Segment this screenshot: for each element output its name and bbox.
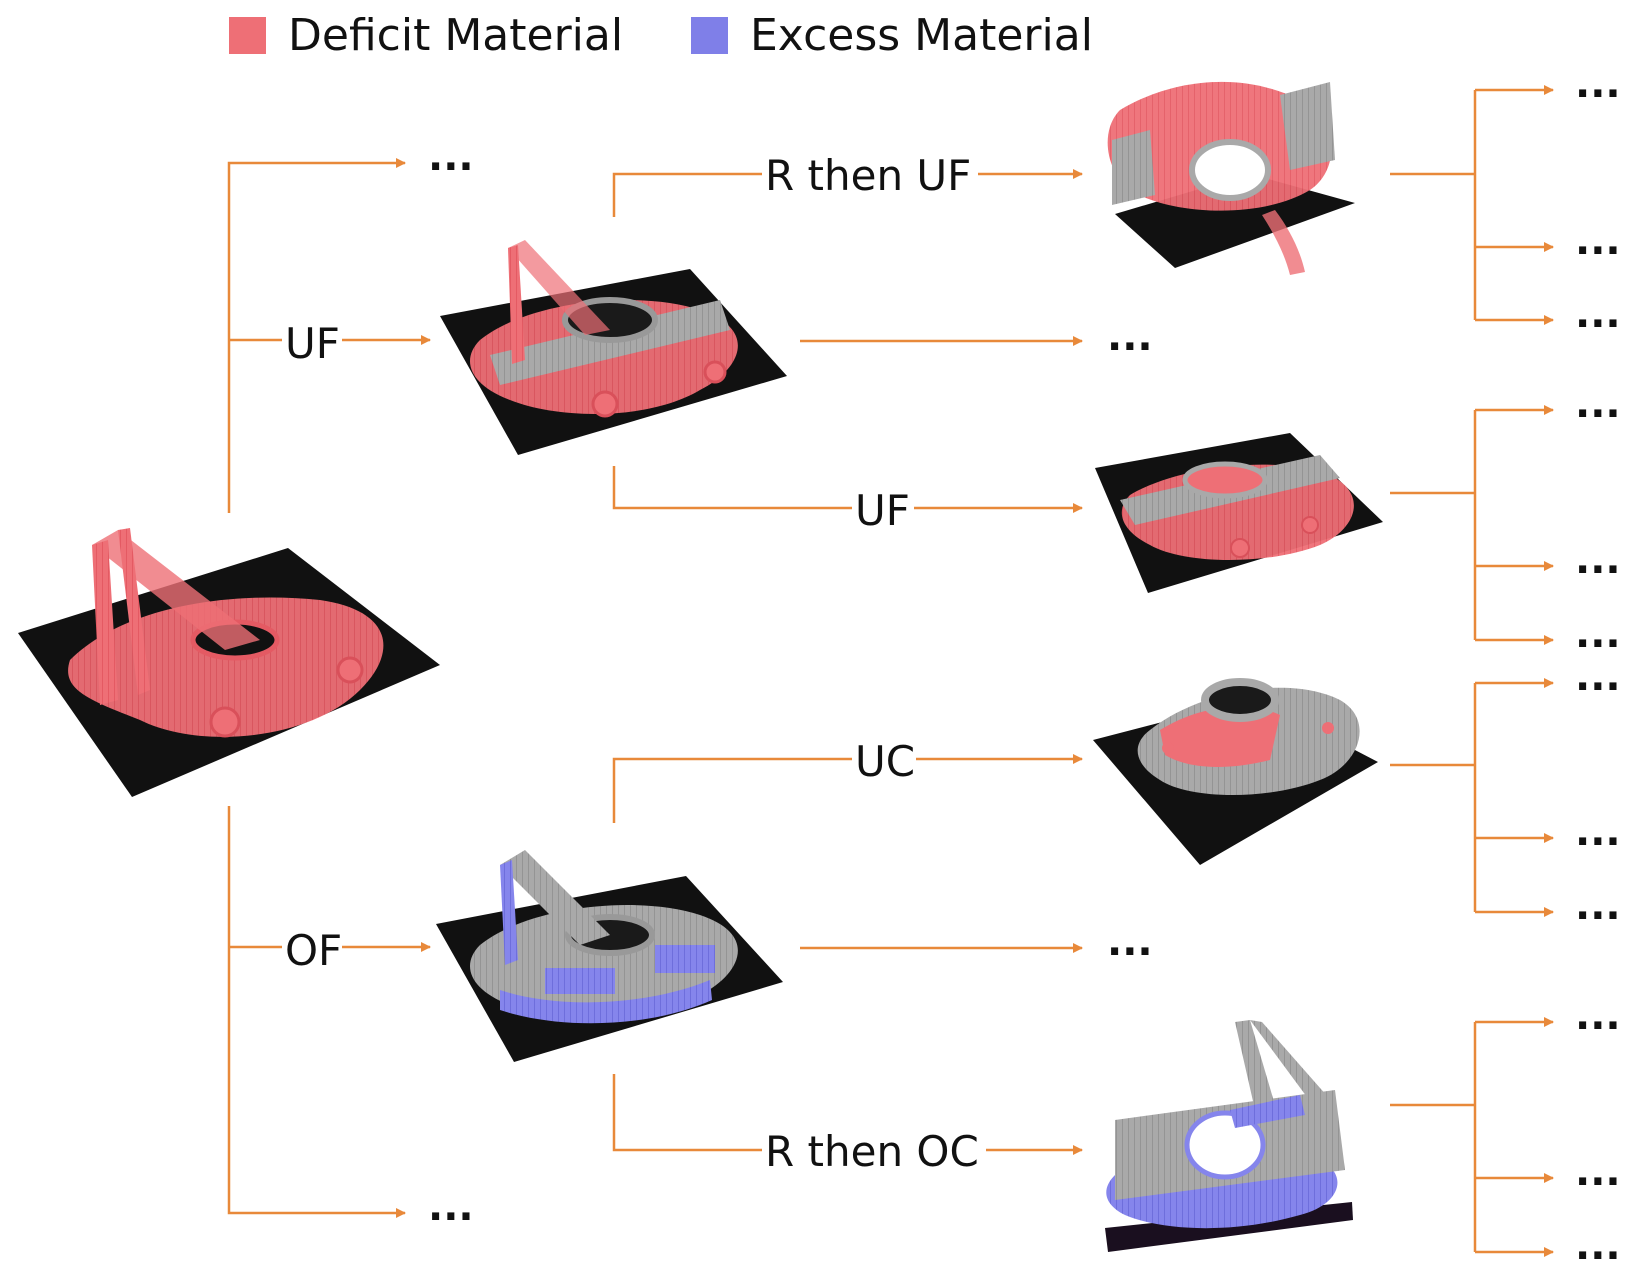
edge-label-of: OF xyxy=(285,926,342,975)
fanout-r-then-uf xyxy=(1390,85,1554,325)
uf2-part-illustration xyxy=(1095,433,1383,593)
ellipses: ... ... ... ... ... ... ... ... ... ... … xyxy=(428,61,1621,1269)
r-then-uf-part-illustration xyxy=(1107,81,1355,275)
ellipsis-l3-8: ... xyxy=(1575,809,1621,855)
ellipsis-l3-4: ... xyxy=(1575,381,1621,427)
edge-label-r-then-uf: R then UF xyxy=(765,151,971,200)
root-lower-trunk xyxy=(227,806,406,1218)
r-then-oc-part-illustration xyxy=(1105,1020,1353,1252)
ellipsis-l3-7: ... xyxy=(1575,654,1621,700)
ellipsis-l3-5: ... xyxy=(1575,537,1621,583)
deficit-swatch xyxy=(229,17,266,54)
of-to-uc-arrow xyxy=(612,754,1083,823)
ellipsis-l3-3: ... xyxy=(1575,291,1621,337)
fanout-r-then-oc xyxy=(1390,1017,1554,1257)
excess-swatch xyxy=(691,17,728,54)
fanout-uf2 xyxy=(1390,405,1554,645)
uc-part-illustration xyxy=(1093,678,1378,865)
uf-to-uf2-arrow xyxy=(612,466,1083,513)
uf-node-part-illustration xyxy=(440,240,787,455)
ellipsis-root-top: ... xyxy=(428,134,474,180)
fanout-uc xyxy=(1390,678,1554,917)
ellipsis-l3-9: ... xyxy=(1575,883,1621,929)
of-node-part-illustration xyxy=(436,850,783,1062)
ellipsis-l3-6: ... xyxy=(1575,611,1621,657)
ellipsis-l3-10: ... xyxy=(1575,993,1621,1039)
ellipsis-l3-2: ... xyxy=(1575,218,1621,264)
edge-label-uf: UF xyxy=(285,319,340,368)
ellipsis-l3-1: ... xyxy=(1575,61,1621,107)
excess-legend-label: Excess Material xyxy=(750,10,1093,61)
root-upper-trunk xyxy=(227,158,406,513)
ellipsis-l3-11: ... xyxy=(1575,1149,1621,1195)
ellipsis-root-bottom: ... xyxy=(428,1184,474,1230)
edge-label-r-then-oc: R then OC xyxy=(765,1127,979,1176)
ellipsis-uf-middle: ... xyxy=(1107,314,1153,360)
ellipsis-l3-12: ... xyxy=(1575,1223,1621,1269)
connectors xyxy=(227,85,1554,1257)
root-part-illustration xyxy=(18,528,440,797)
ellipsis-of-middle: ... xyxy=(1107,919,1153,965)
edge-label-uc: UC xyxy=(855,737,915,786)
legend: Deficit Material Excess Material xyxy=(229,10,1093,61)
edge-label-uf-2: UF xyxy=(855,486,910,535)
deficit-legend-label: Deficit Material xyxy=(288,10,623,61)
edge-labels: UF OF R then UF UF UC R then OC xyxy=(282,150,986,1176)
